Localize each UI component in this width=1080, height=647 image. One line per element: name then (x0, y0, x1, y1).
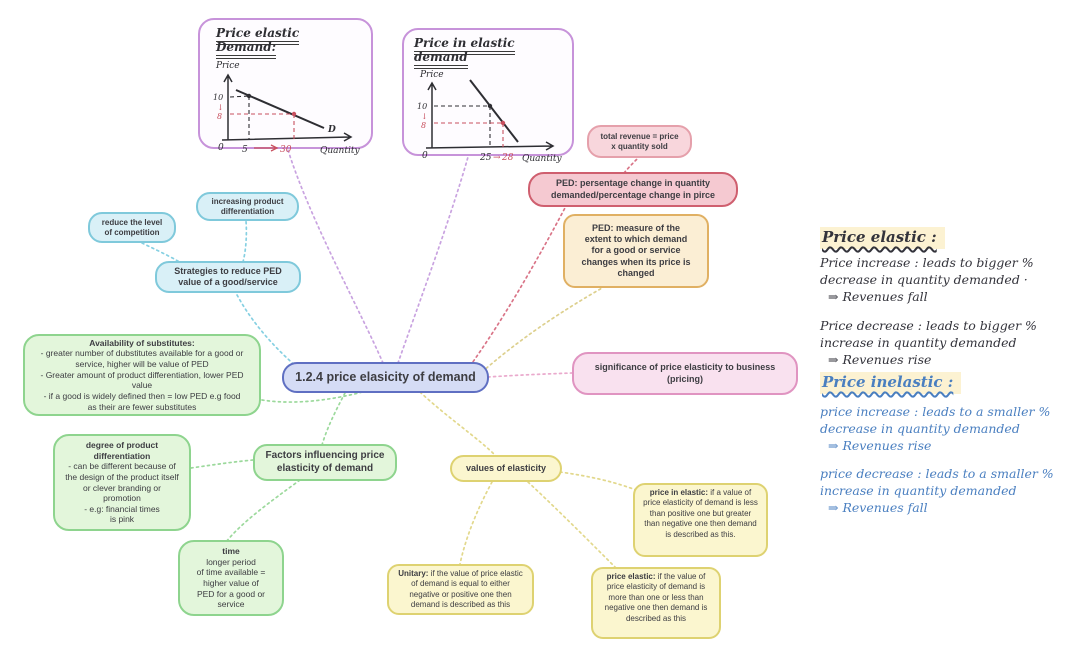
y-axis (223, 73, 233, 140)
edge-values-price-elastic-def (527, 481, 617, 569)
elastic-demand-chart: Price 0 Quantity D 10 ↓ 8 5 30 (213, 61, 360, 156)
x-axis (221, 132, 353, 142)
origin-label: 0 (218, 143, 224, 153)
note-line: price decrease : leads to a smaller % (820, 466, 1054, 481)
degree-body: - can be different because of the design… (65, 461, 179, 525)
time-node[interactable]: time longer period of time available = h… (178, 540, 284, 616)
y-axis-label: Price (215, 61, 240, 71)
price-elastic-notes-title: Price elastic : (820, 227, 945, 249)
note-line: ⇒ Revenues rise (828, 352, 932, 367)
unitary-def-node[interactable]: Unitary: if the value of price elastic o… (387, 564, 534, 615)
edge-center-ped-percentage (469, 205, 567, 367)
inelastic-demand-chart: Price 0 Quantity 10 ↓ 8 25 → 28 (417, 70, 562, 164)
note-line: ⇒ Revenues fall (828, 289, 928, 304)
strategies-node[interactable]: Strategies to reduce PED value of a good… (155, 261, 301, 293)
price-elastic-def-lead: price elastic: (606, 572, 656, 581)
elastic-demand-graph-card[interactable]: Price elastic Demand: Price 0 Quantity D… (198, 18, 373, 156)
edge-center-elastic-graph (287, 149, 384, 364)
p-low-label: 8 (217, 112, 222, 121)
x-axis (425, 141, 555, 151)
reduce-competition-node[interactable]: reduce the level of competition (88, 212, 176, 243)
factors-node[interactable]: Factors influencing price elasticity of … (253, 444, 397, 481)
price-inelastic-def-lead: price in elastic: (649, 488, 709, 497)
q-end-label: 30 (280, 145, 292, 155)
price-inelastic-def-node[interactable]: price in elastic: if a value of price el… (633, 483, 768, 557)
x-axis-label: Quantity (522, 154, 562, 163)
price-fall-arrow: ↓ (217, 103, 224, 112)
central-topic-node[interactable]: 1.2.4 price elasicity of demand (282, 362, 489, 393)
note-line: decrease in quantity demanded (820, 421, 1020, 436)
total-revenue-node[interactable]: total revenue = price x quantity sold (587, 125, 692, 158)
edge-center-inelastic-graph (397, 156, 469, 364)
p-high-label: 10 (213, 93, 223, 102)
price-inelastic-notes-title: Price inelastic : (820, 372, 962, 394)
note-line: Price decrease : leads to bigger % (820, 318, 1037, 333)
inelastic-graph-title: Price in elastic demand (412, 36, 564, 69)
point-low (500, 120, 506, 126)
inelastic-demand-graph-card[interactable]: Price in elastic demand Price 0 Quantity… (402, 28, 574, 164)
guide-high-price (434, 105, 491, 147)
q-start-label: 25 (479, 153, 492, 163)
ped-percentage-node[interactable]: PED: persentage change in quantity deman… (528, 172, 738, 207)
guide-low-price (230, 113, 295, 139)
time-title: time (222, 546, 240, 557)
edge-center-significance (487, 372, 573, 378)
q-start-label: 5 (242, 145, 248, 155)
edge-center-factors (321, 392, 346, 446)
price-inelastic-def-body: if a value of price elasticity of demand… (643, 488, 758, 539)
note-line: increase in quantity demanded (820, 483, 1017, 498)
note-line: ⇒ Revenues fall (828, 500, 928, 515)
quantity-rise-arrow (254, 144, 279, 152)
increasing-differentiation-node[interactable]: increasing product differentiation (196, 192, 299, 221)
edge-center-availability (261, 386, 381, 403)
edge-center-strategies (235, 292, 299, 369)
y-axis (427, 81, 437, 148)
degree-title: degree of product differentiation (85, 440, 159, 461)
note-line: ⇒ Revenues rise (828, 438, 932, 453)
note-line: price increase : leads to a smaller % (820, 404, 1051, 419)
degree-node[interactable]: degree of product differentiation - can … (53, 434, 191, 531)
origin-label: 0 (422, 151, 428, 161)
demand-curve (469, 79, 519, 143)
guide-low-price (434, 122, 504, 147)
price-elastic-def-body: if the value of price elasticity of dema… (604, 572, 708, 623)
y-axis-label: Price (419, 70, 444, 80)
elastic-graph-title: Price elastic Demand: (208, 26, 363, 59)
edge-values-price-inelastic-def (559, 471, 637, 491)
note-line: decrease in quantity demanded · (820, 272, 1028, 287)
significance-node[interactable]: significance of price elasticity to busi… (572, 352, 798, 395)
availability-node[interactable]: Availability of substitutes: - greater n… (23, 334, 261, 416)
p-low-label: 8 (421, 121, 426, 130)
guide-high-price (229, 95, 250, 139)
availability-title: Availability of substitutes: (89, 337, 195, 348)
edge-ped-percentage-total-revenue (623, 156, 640, 174)
point-high (487, 103, 493, 109)
values-node[interactable]: values of elasticity (450, 455, 562, 482)
time-body: longer period of time available = higher… (196, 556, 266, 610)
edge-center-ped-measure (481, 287, 603, 373)
quantity-rise-arrow: → (493, 153, 501, 163)
price-fall-arrow: ↓ (421, 112, 428, 121)
demand-label: D (327, 125, 336, 135)
note-line: Price increase : leads to bigger % (820, 255, 1034, 270)
edge-strategies-increasing-differentiation (242, 220, 248, 263)
edge-factors-time (225, 479, 301, 543)
unitary-def-lead: Unitary: (398, 569, 429, 578)
unitary-def-body: if the value of price elastic of demand … (409, 569, 523, 610)
availability-body: - greater number of dubstitutes availabl… (40, 348, 244, 412)
p-high-label: 10 (417, 102, 427, 111)
x-axis-label: Quantity (320, 146, 360, 156)
edge-values-unitary (459, 481, 493, 565)
note-line: increase in quantity demanded (820, 335, 1017, 350)
ped-measure-node[interactable]: PED: measure of the extent to which dema… (563, 214, 709, 288)
point-high (246, 93, 252, 99)
price-elastic-def-node[interactable]: price elastic: if the value of price ela… (591, 567, 721, 639)
edge-factors-degree (190, 459, 254, 469)
q-end-label: 28 (501, 153, 514, 163)
edge-center-values (419, 391, 497, 457)
point-low (291, 111, 297, 117)
